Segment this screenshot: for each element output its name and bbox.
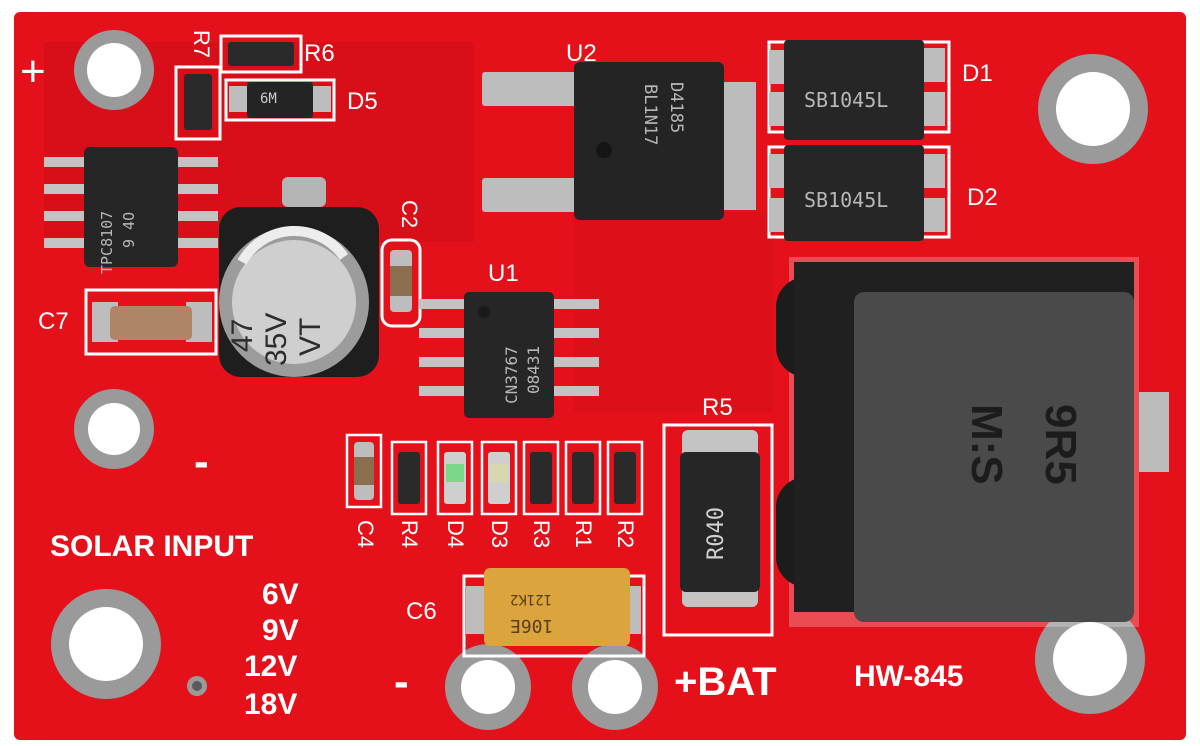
schottky-diode-d1 [767, 40, 951, 140]
battery-positive-label: +BAT [674, 660, 777, 704]
pcb-board: + - SOLAR INPUT 6V 9V 12V 18V - +BAT HW-… [14, 12, 1186, 740]
solar-input-label: SOLAR INPUT [50, 530, 254, 563]
tantalum-marking-2: 106E [510, 615, 554, 636]
small-diode-marking: 6M [260, 91, 277, 107]
regulator-chip [482, 62, 756, 220]
controller-chip [419, 292, 599, 418]
r5-resistor [680, 452, 760, 592]
mounting-hole [74, 389, 154, 469]
capacitor-value: 47 [226, 318, 259, 352]
mounting-hole [572, 644, 658, 730]
r5-outline [662, 423, 774, 637]
schottky-diode-d2 [767, 145, 951, 241]
designator-r6: R6 [304, 40, 335, 67]
voltage-18v: 18V [244, 688, 298, 721]
c2-outline [380, 238, 422, 328]
mounting-hole [1035, 604, 1145, 714]
voltage-12v: 12V [244, 650, 298, 683]
designator-r7: R7 [189, 30, 214, 59]
designator-d3: D3 [487, 520, 512, 549]
designator-u1: U1 [488, 260, 519, 287]
designator-r5: R5 [702, 394, 733, 421]
designator-d4: D4 [443, 520, 468, 549]
designator-u2: U2 [566, 40, 597, 67]
designator-r4: R4 [397, 520, 422, 549]
regulator-marking-1: D4185 [666, 82, 686, 134]
tantalum-capacitor [484, 568, 630, 646]
inductor-code: M:S [962, 404, 1011, 485]
copper-pour-mid [574, 212, 774, 412]
designator-r2: R2 [613, 520, 638, 549]
positive-input-sign: + [20, 47, 46, 96]
c7-outline [84, 288, 218, 356]
capacitor-series: VT [294, 317, 327, 356]
designator-c7: C7 [38, 308, 69, 335]
mounting-hole [1038, 54, 1148, 164]
designator-c2: C2 [397, 200, 422, 229]
capacitor-voltage: 35V [260, 312, 293, 366]
designator-r1: R1 [571, 520, 596, 549]
designator-c6: C6 [406, 598, 437, 625]
mounting-hole [51, 589, 161, 699]
d5-outline [224, 78, 336, 122]
voltage-6v: 6V [262, 578, 299, 611]
designator-d2: D2 [967, 184, 998, 211]
board-artwork [44, 30, 1169, 730]
voltage-9v: 9V [262, 614, 299, 647]
d5-pad [309, 86, 331, 112]
tantalum-marking-1: 121K2 [510, 591, 553, 607]
designator-c4: C4 [353, 520, 378, 549]
via [187, 676, 207, 696]
shunt-marking: R040 [704, 507, 729, 560]
battery-negative-sign: - [394, 657, 409, 706]
power-inductor [776, 257, 1169, 627]
board-model: HW-845 [854, 660, 964, 693]
negative-input-sign: - [194, 437, 209, 486]
r7-resistor [184, 74, 212, 130]
d5-diode [247, 82, 313, 118]
electrolytic-capacitor [219, 177, 379, 377]
controller-marking-2: 08431 [524, 345, 543, 394]
mounting-hole [74, 30, 154, 110]
designator-r3: R3 [529, 520, 554, 549]
r6-outline [219, 34, 303, 74]
r6-resistor [228, 42, 294, 66]
d5-pad [229, 86, 251, 112]
diode-d1-marking: SB1045L [804, 88, 889, 112]
mounting-hole [445, 644, 531, 730]
inductor-value: 9R5 [1036, 404, 1085, 485]
mosfet-marking-1: TPC8107 [98, 210, 116, 274]
designator-d5: D5 [347, 88, 378, 115]
r7-outline [174, 65, 222, 141]
controller-marking-1: CN3767 [502, 346, 521, 404]
smd-row [345, 433, 644, 516]
mosfet-marking-2: 9 4O [120, 211, 138, 248]
c7-capacitor [110, 306, 192, 340]
diode-d2-marking: SB1045L [804, 188, 889, 212]
regulator-marking-2: BL1N17 [640, 84, 660, 146]
mosfet-chip [44, 147, 218, 267]
designator-d1: D1 [962, 60, 993, 87]
